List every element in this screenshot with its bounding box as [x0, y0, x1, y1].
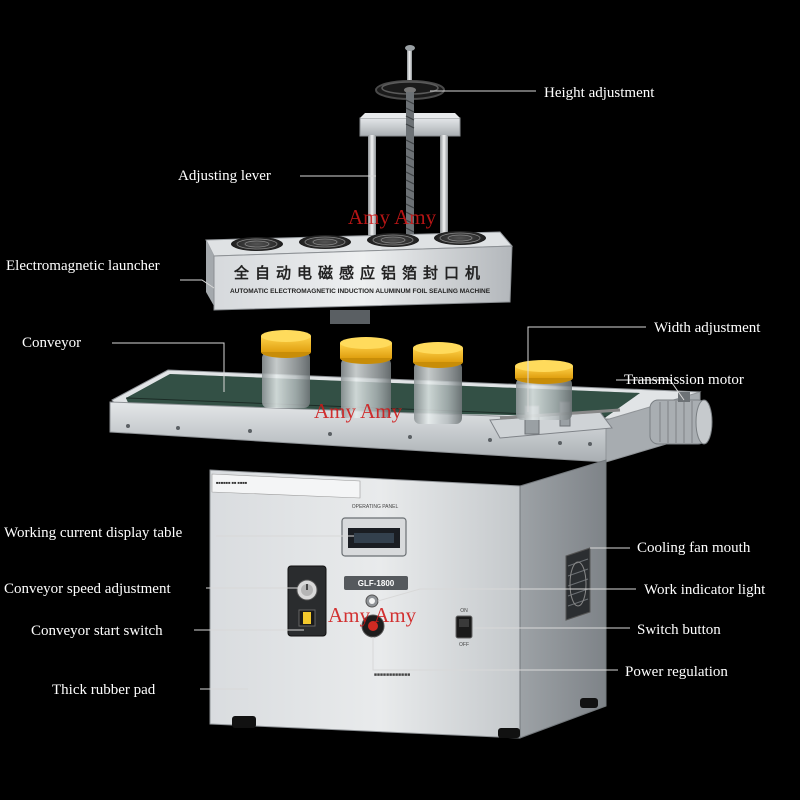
- jar: [413, 342, 463, 424]
- transmission-motor: [649, 392, 713, 445]
- leader-transmission-motor: [616, 379, 685, 401]
- rubber-pad: [232, 716, 256, 728]
- height-adjustment-wheel: [375, 45, 445, 100]
- head-title-en: AUTOMATIC ELECTROMAGNETIC INDUCTION ALUM…: [230, 288, 491, 295]
- fan-icon: [231, 237, 283, 251]
- model-label: GLF-1800: [358, 579, 395, 588]
- current-display: [341, 517, 407, 557]
- switch-off-label: OFF: [459, 642, 469, 648]
- callout-labels: Height adjustment Adjusting lever Electr…: [4, 85, 766, 698]
- model-badge: [344, 576, 408, 590]
- rubber-pad: [580, 698, 598, 708]
- leader-width-adjustment: [527, 326, 646, 412]
- leader-work-indicator-light: [377, 588, 636, 602]
- leader-lines: [112, 90, 685, 690]
- label-conveyor: Conveyor: [22, 335, 81, 351]
- conveyor-speed-controller[interactable]: [287, 565, 327, 637]
- label-adjusting-lever: Adjusting lever: [178, 168, 271, 184]
- label-work-indicator-light: Work indicator light: [644, 582, 766, 598]
- fan-icon: [367, 233, 419, 247]
- label-electromagnetic-launcher: Electromagnetic launcher: [6, 258, 160, 274]
- label-height-adjustment: Height adjustment: [544, 85, 655, 101]
- label-conveyor-speed-adjustment: Conveyor speed adjustment: [4, 581, 171, 597]
- nameplate-text: ■■■■■■ ■■ ■■■■: [216, 480, 248, 485]
- conveyor-table: [109, 369, 702, 463]
- label-power-regulation: Power regulation: [625, 664, 728, 680]
- jar: [261, 330, 311, 408]
- label-conveyor-start-switch: Conveyor start switch: [31, 623, 163, 639]
- head-title-cn: 全自动电磁感应铝箔封口机: [233, 264, 486, 282]
- label-width-adjustment: Width adjustment: [654, 320, 761, 336]
- switch-on-label: ON: [460, 608, 468, 614]
- work-indicator-light: [365, 594, 379, 608]
- jar: [340, 337, 392, 418]
- fan-icon: [434, 231, 486, 245]
- switch-button[interactable]: [455, 615, 473, 639]
- watermark: Amy Amy: [314, 399, 403, 423]
- control-cabinet: ■■■■■■ ■■ ■■■■ OPERATING PANEL GLF-1800: [209, 459, 607, 739]
- electromagnetic-launcher-head: 全自动电磁感应铝箔封口机 AUTOMATIC ELECTROMAGNETIC I…: [205, 231, 514, 324]
- cooling-fan-mouth: [565, 547, 591, 621]
- watermark: Amy Amy: [328, 603, 417, 627]
- jar: [515, 360, 573, 420]
- adjusting-lever-columns: [368, 92, 448, 250]
- machine-illustration: 全自动电磁感应铝箔封口机 AUTOMATIC ELECTROMAGNETIC I…: [109, 45, 713, 739]
- label-working-current-display-table: Working current display table: [4, 525, 183, 541]
- manufacturer-line: ■■■■■■■■■■■■: [374, 672, 410, 678]
- label-switch-button: Switch button: [637, 622, 721, 638]
- label-cooling-fan-mouth: Cooling fan mouth: [637, 540, 751, 556]
- leader-power-regulation: [372, 637, 618, 671]
- label-transmission-motor: Transmission motor: [624, 372, 744, 388]
- watermark: Amy Amy: [348, 205, 437, 229]
- label-thick-rubber-pad: Thick rubber pad: [52, 682, 156, 698]
- leader-electromagnetic-launcher: [180, 279, 215, 289]
- power-regulation-knob[interactable]: [361, 614, 385, 638]
- rubber-pad: [498, 728, 520, 738]
- leader-conveyor: [112, 342, 225, 392]
- fan-icon: [299, 235, 351, 249]
- panel-small-text: OPERATING PANEL: [352, 504, 399, 510]
